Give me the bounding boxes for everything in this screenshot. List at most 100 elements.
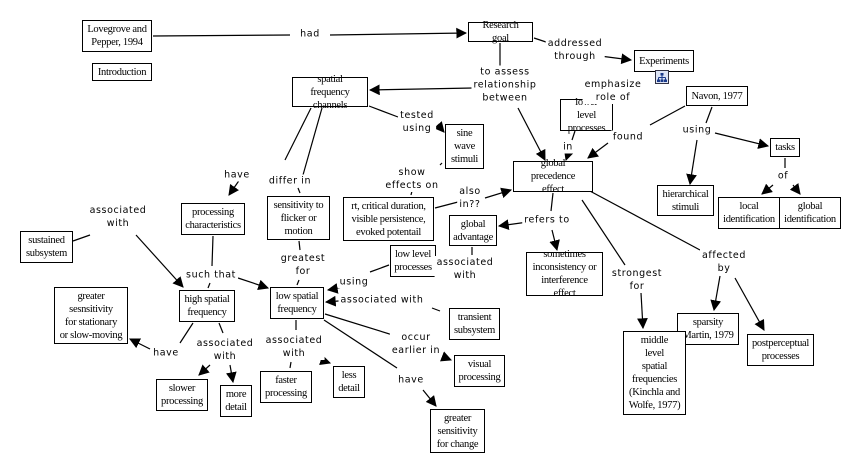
node-experiments[interactable]: Experiments [634,50,694,72]
node-hierarchical-stimuli[interactable]: hierarchical stimuli [657,185,714,216]
node-tasks[interactable]: tasks [770,138,800,157]
connector-assess-b [368,84,474,96]
connector-of-c [789,183,801,195]
link-label-associated-with-low: associated with [263,334,325,360]
link-label-to-assess: to assess relationship between [471,65,539,105]
link-label-had: had [298,27,322,41]
connector-found-a [649,105,686,126]
node-research-goal[interactable]: Research goal [468,20,533,44]
node-sustained-subsystem-text: sustained subsystem [25,235,68,259]
node-low-level-processes[interactable]: low level processes [390,245,436,277]
node-transient-subsystem[interactable]: transient subsystem [449,308,500,340]
node-slower-processing[interactable]: slower processing [156,379,208,411]
node-global-advantage-text: global advantage [453,218,493,243]
node-sensitivity-flicker[interactable]: sensitivity to flicker or motion [267,196,330,240]
connector-sust-a [72,234,91,242]
node-more-detail-text: more detail [225,389,247,413]
link-label-using-low-level: using [337,275,371,289]
link-label-emphasize: emphasize role of [582,78,644,104]
node-greater-sensitivity-change[interactable]: greater sensitivity for change [430,409,485,453]
connector-also-a [434,201,459,209]
connector-such-a [211,235,214,267]
node-global-identification[interactable]: global identification [779,197,841,229]
node-low-level-processes-text: low level processes [394,249,432,273]
node-global-advantage[interactable]: global advantage [449,215,497,246]
link-label-differ-in: differ in [266,174,314,188]
node-transient-subsystem-text: transient subsystem [453,312,496,336]
link-label-have-high: have [151,346,181,360]
connector-refers-c [549,229,560,252]
node-tasks-text: tasks [775,142,795,153]
node-visual-processing-text: visual processing [458,359,501,383]
node-inconsistency-effect[interactable]: sometimes inconsistency or interference … [526,249,603,299]
node-inconsistency-effect-text: sometimes inconsistency or interference … [532,249,597,299]
node-middle-level-frequencies-text: middle level spatial frequencies (Kinchl… [628,335,681,411]
connector-such-c [207,282,211,289]
link-label-addressed-through: addressed through [545,37,605,63]
connector-assoc-h-a [218,322,224,334]
connector-assoc-l-b [289,361,292,369]
connector-tested-b [433,121,445,133]
connector-pc-a [284,107,312,161]
connector-had-b [329,27,468,39]
node-processing-characteristics-text: processing characteristics [185,207,241,231]
node-low-spatial-frequency[interactable]: low spatial frequency [270,287,324,319]
node-global-precedence-effect[interactable]: global precedence effect [513,158,593,195]
node-processing-characteristics[interactable]: processing characteristics [181,203,245,235]
node-lovegrove[interactable]: Lovegrove and Pepper, 1994 [82,20,152,52]
node-less-detail-text: less detail [338,370,360,394]
link-label-occur-earlier: occur earlier in [389,331,443,357]
node-middle-level-frequencies[interactable]: middle level spatial frequencies (Kinchl… [623,331,686,415]
connector-have-h-b [129,338,151,350]
node-hierarchical-stimuli-text: hierarchical stimuli [662,188,709,213]
node-sparsity[interactable]: sparsity Martin, 1979 [677,313,739,345]
link-label-in: in [561,140,575,154]
node-faster-processing[interactable]: faster processing [260,371,312,403]
link-label-associated-with-high: associated with [194,337,256,363]
node-greater-sensitivity-stationary[interactable]: greater sesnsitivity for stationary or s… [54,287,128,344]
connector-refers-a [550,192,554,212]
link-label-have-low: have [396,373,426,387]
connector-navon-a [705,106,713,124]
connector-affect-b [710,275,722,312]
connector-in-b [563,149,575,162]
node-lovegrove-text: Lovegrove and Pepper, 1994 [87,24,147,48]
connector-addr-b [599,53,633,65]
node-spatial-frequency-channels[interactable]: spatial frequency channels [292,74,368,111]
node-low-spatial-frequency-text: low spatial frequency [275,291,319,315]
hierarchy-icon [657,73,667,82]
connector-have-l-b [422,389,437,407]
node-sustained-subsystem[interactable]: sustained subsystem [20,231,73,263]
connector-affect-c [734,277,765,331]
connector-occur-a [324,313,397,337]
node-introduction[interactable]: Introduction [92,63,152,81]
connector-affect-a [587,189,701,251]
node-rt-critical-duration[interactable]: rt, critical duration, visible persisten… [343,197,434,241]
node-research-goal-text: Research goal [482,20,519,44]
connector-assoc-l-c [319,354,332,366]
node-more-detail[interactable]: more detail [220,385,252,417]
concept-map-icon[interactable] [655,70,669,84]
link-label-affected-by: affected by [700,249,748,275]
connector-assess-c [517,107,546,161]
connector-differ-b [297,187,301,194]
connector-have-l-a [323,319,398,369]
node-sine-wave-stimuli[interactable]: sine wave stimuli [445,124,484,169]
link-label-associated-with-global-advantage: associated with [434,256,496,282]
node-local-identification-text: local identification [723,201,775,225]
connector-show-a [439,162,443,166]
node-faster-processing-text: faster processing [265,375,307,399]
connector-have-h-a [179,322,194,344]
link-label-refers-to: refers to [522,213,572,227]
node-high-spatial-frequency[interactable]: high spatial frequency [179,290,235,322]
node-visual-processing[interactable]: visual processing [454,355,505,387]
node-local-identification[interactable]: local identification [718,197,780,229]
node-global-precedence-effect-text: global precedence effect [530,158,576,195]
node-navon-text: Navon, 1977 [691,90,743,102]
link-label-show-effects: show effects on [383,166,441,192]
node-greater-sensitivity-stationary-text: greater sesnsitivity for stationary or s… [59,290,123,341]
node-navon[interactable]: Navon, 1977 [686,86,748,106]
node-postperceptual-processes[interactable]: postperceptual processes [747,334,814,366]
node-less-detail[interactable]: less detail [333,366,365,398]
